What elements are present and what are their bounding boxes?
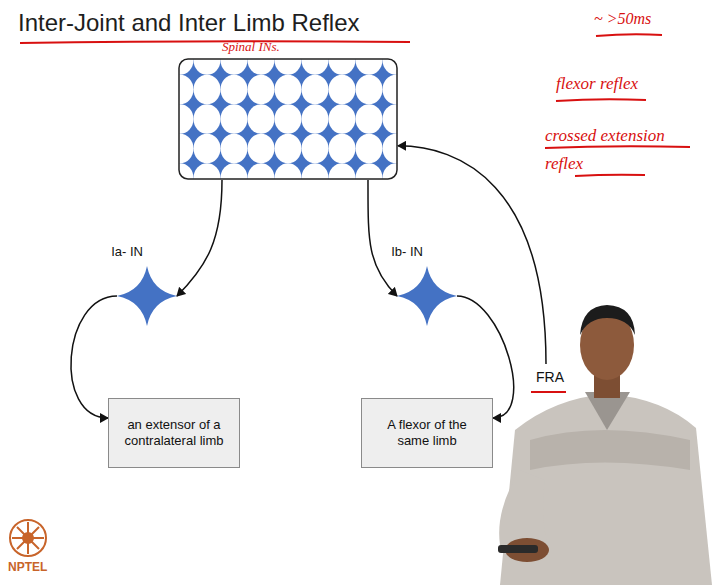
note-underline: [556, 99, 646, 101]
nptel-logo: [10, 520, 46, 556]
timing-note: ~ >50ms: [594, 10, 651, 28]
interneuron-star: Ib- IN: [397, 266, 457, 326]
neuron-label: Ia- IN: [111, 244, 143, 259]
input-text: FRA: [536, 369, 564, 385]
note-underline: [596, 34, 662, 36]
star-shape: [117, 266, 177, 326]
title-underline: [20, 41, 410, 43]
presenter: [498, 305, 712, 585]
reflex-note: crossed extension reflex: [545, 122, 695, 178]
box-text: A flexor of the same limb: [370, 417, 484, 450]
pool-heading: Spinal INs.: [222, 39, 280, 55]
note-underline: [545, 146, 690, 148]
note-underline: [575, 175, 645, 176]
interneuron-star: Ia- IN: [117, 266, 177, 326]
connector-arrow: [177, 180, 222, 296]
interneuron-pool: Spinal INs.: [178, 58, 398, 180]
connector-arrow: [368, 180, 397, 296]
muscle-box: A flexor of the same limb: [361, 398, 493, 468]
star-shape: [397, 266, 457, 326]
neuron-pattern: [178, 58, 398, 180]
neuron-label: Ib- IN: [391, 244, 423, 259]
box-text: an extensor of a contralateral limb: [117, 417, 231, 450]
title: Inter-Joint and Inter Limb Reflex: [18, 9, 360, 37]
input-label: FRA: [528, 366, 572, 388]
logo-text: NPTEL: [8, 560, 47, 574]
muscle-box: an extensor of a contralateral limb: [108, 398, 240, 468]
reflex-note: flexor reflex: [556, 74, 638, 94]
fra-underline: [531, 391, 566, 393]
